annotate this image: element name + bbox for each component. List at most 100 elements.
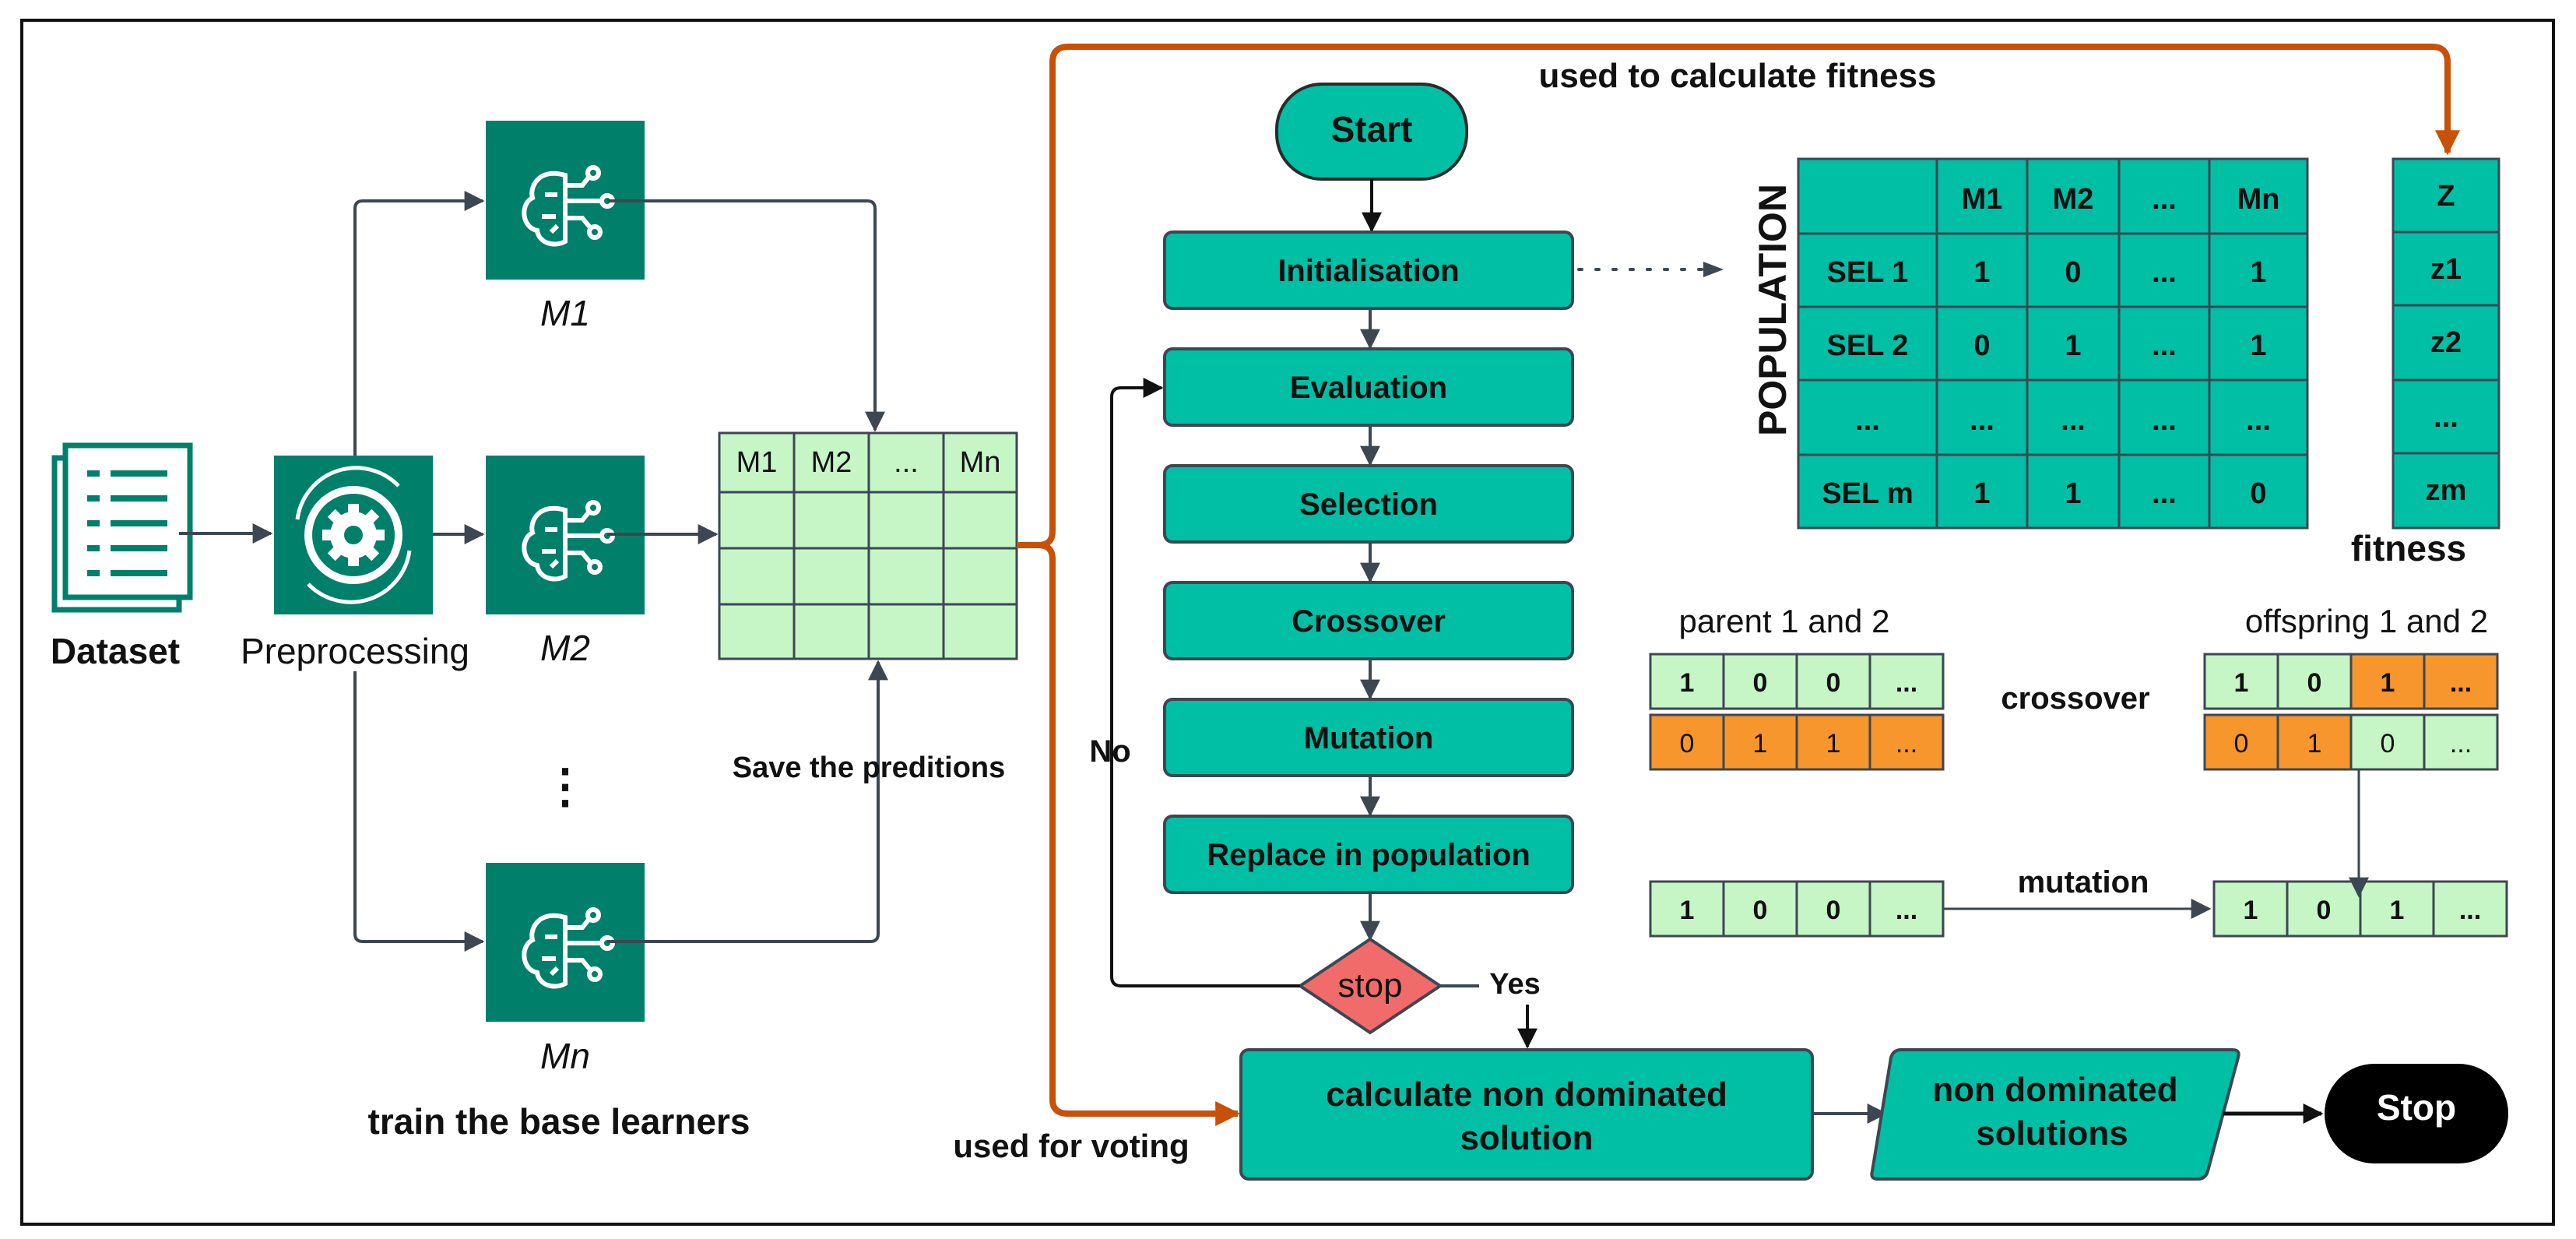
calc-non-dominated-box: calculate non dominated solution xyxy=(1239,1048,1814,1181)
model-m1 xyxy=(486,121,645,280)
population-title: POPULATION xyxy=(1751,184,1794,436)
chromosome-mutation-before: 1 0 0 ... xyxy=(1649,880,1945,938)
pred-header: M1 xyxy=(736,446,778,479)
pop-header: Mn xyxy=(2237,183,2280,216)
gene: 1 xyxy=(1826,729,1841,759)
gene: 1 xyxy=(1753,729,1768,759)
fitness-label: fitness xyxy=(2351,528,2466,568)
prediction-table: M1 M2 ... Mn xyxy=(718,431,1018,660)
svg-text:Mutation: Mutation xyxy=(1304,721,1434,755)
gene: ... xyxy=(2459,896,2481,925)
brain-circuit-icon xyxy=(522,500,615,582)
offspring-label: offspring 1 and 2 xyxy=(2245,603,2488,639)
train-label: train the base learners xyxy=(368,1101,750,1142)
pop-header: M2 xyxy=(2053,183,2094,216)
pop-cell: ... xyxy=(2152,329,2177,362)
pop-cell: SEL 1 xyxy=(1827,256,1909,289)
pop-cell: ... xyxy=(2152,256,2177,289)
flow-step-replace: Replace in population xyxy=(1163,815,1574,894)
pred-header: Mn xyxy=(960,446,1001,479)
pop-cell: SEL m xyxy=(1822,477,1914,510)
svg-text:solutions: solutions xyxy=(1976,1114,2128,1153)
pop-cell: 0 xyxy=(2065,256,2081,289)
mutation-label: mutation xyxy=(2018,865,2149,899)
svg-text:non dominated: non dominated xyxy=(1932,1071,2177,1109)
svg-text:Selection: Selection xyxy=(1299,488,1438,522)
fitness-arrow-label: used to calculate fitness xyxy=(1538,57,1936,95)
brain-circuit-icon xyxy=(522,907,615,989)
parent-label: parent 1 and 2 xyxy=(1679,603,1890,639)
flow-step-mutation: Mutation xyxy=(1163,698,1574,777)
arrow-mn-to-table xyxy=(607,660,888,943)
arrow-no-loop xyxy=(1110,378,1300,987)
gene: 0 xyxy=(1826,896,1841,925)
chromosome-parent-2: 0 1 1 ... xyxy=(1649,713,1945,771)
pop-cell: ... xyxy=(2061,404,2086,437)
svg-text:Initialisation: Initialisation xyxy=(1277,254,1459,288)
save-predictions-label: Save the preditions xyxy=(733,751,1006,784)
voting-arrow-label: used for voting xyxy=(953,1128,1189,1164)
svg-text:solution: solution xyxy=(1460,1119,1593,1157)
pop-cell: 0 xyxy=(2250,477,2266,510)
gear-cycle-icon xyxy=(274,456,433,614)
gene: 1 xyxy=(2390,896,2405,925)
flow-step-crossover: Crossover xyxy=(1163,581,1574,660)
pop-cell: ... xyxy=(2246,404,2271,437)
pop-cell: ... xyxy=(1970,404,1994,437)
pop-cell: SEL 2 xyxy=(1827,329,1909,362)
svg-text:Evaluation: Evaluation xyxy=(1290,371,1447,405)
gene: 1 xyxy=(2307,729,2322,759)
chromosome-offspring-1: 1 0 1 ... xyxy=(2203,653,2499,710)
gene: 0 xyxy=(2307,668,2322,698)
pop-cell: 1 xyxy=(1973,256,1990,289)
non-dominated-solutions: non dominated solutions xyxy=(1870,1048,2240,1181)
gene: 1 xyxy=(2381,668,2395,698)
model-label-m2: M2 xyxy=(540,628,590,668)
gene: 0 xyxy=(1753,668,1768,698)
pop-cell: 1 xyxy=(2065,329,2081,362)
fitness-cell: zm xyxy=(2426,474,2467,507)
pred-header: ... xyxy=(894,446,919,479)
no-label: No xyxy=(1089,734,1130,769)
arrow-fitness xyxy=(1017,44,2460,548)
fitness-cell: z2 xyxy=(2430,326,2462,359)
dataset-label: Dataset xyxy=(51,631,180,671)
flow-stop-decision: stop xyxy=(1297,937,1443,1035)
population-table: M1 M2 ... Mn SEL 1 1 0 ... 1 SEL 2 0 1 .… xyxy=(1797,157,2309,530)
pop-cell: ... xyxy=(2152,477,2177,510)
fitness-cell: z1 xyxy=(2430,253,2462,286)
svg-text:stop: stop xyxy=(1337,966,1402,1005)
pop-cell: 1 xyxy=(1973,477,1990,510)
document-icon xyxy=(51,442,193,613)
flow-step-selection: Selection xyxy=(1163,464,1574,544)
model-label-mn: Mn xyxy=(540,1036,590,1076)
fitness-cell: Z xyxy=(2437,180,2455,213)
gene: 1 xyxy=(1680,668,1695,698)
arrow-to-mn xyxy=(353,671,485,952)
svg-text:Crossover: Crossover xyxy=(1292,604,1446,639)
fitness-cell: ... xyxy=(2434,401,2458,434)
gene: 1 xyxy=(2244,896,2258,925)
gene: 0 xyxy=(2317,896,2332,925)
flow-step-evaluation: Evaluation xyxy=(1163,347,1574,427)
pred-header: M2 xyxy=(811,446,852,479)
model-label-m1: M1 xyxy=(540,293,590,333)
flow-start: Start xyxy=(1275,83,1468,181)
pop-cell: 1 xyxy=(2065,477,2081,510)
crossover-label: crossover xyxy=(2001,681,2149,716)
pop-header: ... xyxy=(2152,183,2177,216)
vertical-dots: ⋮ xyxy=(542,760,589,812)
dotted-arrowhead xyxy=(1703,262,1724,277)
svg-text:Start: Start xyxy=(1331,109,1413,150)
yes-label: Yes xyxy=(1489,968,1541,1001)
gene: ... xyxy=(2450,668,2472,698)
pop-cell: ... xyxy=(2152,404,2177,437)
gene: 0 xyxy=(1826,668,1841,698)
gene: ... xyxy=(1896,729,1917,759)
pop-cell: 0 xyxy=(1973,329,1990,362)
chromosome-offspring-2: 0 1 0 ... xyxy=(2203,713,2499,771)
chromosome-mutation-after: 1 0 1 ... xyxy=(2212,880,2508,938)
brain-circuit-icon xyxy=(522,165,615,247)
pop-cell: 1 xyxy=(2250,256,2266,289)
gene: 0 xyxy=(2381,729,2395,759)
